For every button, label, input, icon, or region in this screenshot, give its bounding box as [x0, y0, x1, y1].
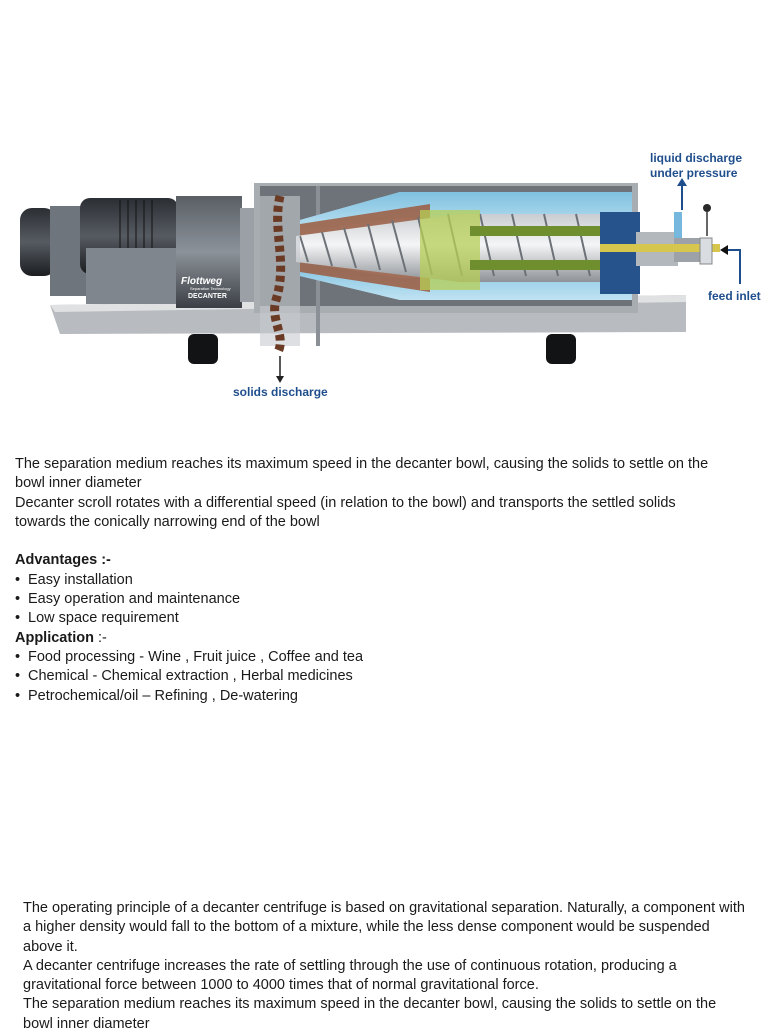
solids-discharge-chute [260, 194, 300, 355]
liquid-discharge-end [600, 204, 720, 294]
intro-paragraph-2: Decanter scroll rotates with a different… [15, 494, 676, 530]
decanter-centrifuge-diagram: Flottweg Separation Technology DECANTER [20, 178, 741, 383]
list-item: Easy installation [15, 571, 715, 591]
scroll-conveyor [296, 210, 610, 290]
brand-plate: Flottweg Separation Technology DECANTER [181, 276, 231, 300]
advantages-list: Easy installation Easy operation and mai… [15, 571, 715, 629]
solids-discharge-label: solids discharge [233, 385, 328, 399]
feed-inlet-arrow [720, 245, 741, 284]
application-heading-suffix: :- [93, 629, 107, 646]
principle-paragraph-3: The separation medium reaches its maximu… [23, 996, 717, 1032]
liquid-discharge-arrow [677, 178, 687, 210]
application-heading-line: Application :- [15, 629, 715, 648]
drive-motor [20, 198, 178, 304]
solids-discharge-arrow [276, 356, 284, 383]
feed-inlet-label: feed inlet [708, 289, 761, 303]
list-item: Low space requirement [15, 609, 715, 629]
feet [188, 334, 576, 364]
principle-paragraph-2: A decanter centrifuge increases the rate… [23, 957, 677, 994]
intro-paragraph-1: The separation medium reaches its maximu… [15, 456, 709, 492]
liquid-discharge-label-line1: liquid discharge [650, 151, 743, 165]
model-name: DECANTER [188, 293, 227, 300]
brand-subtitle: Separation Technology [190, 286, 231, 291]
list-item: Easy operation and maintenance [15, 590, 715, 610]
liquid-discharge-label: liquid discharge under pressure [650, 151, 742, 181]
list-item: Food processing - Wine , Fruit juice , C… [15, 648, 715, 668]
advantages-heading: Advantages :- [15, 552, 111, 569]
list-item: Petrochemical/oil – Refining , De-wateri… [15, 687, 715, 707]
brand-name: Flottweg [181, 276, 222, 287]
liquid-discharge-label-line2: under pressure [650, 166, 738, 180]
application-list: Food processing - Wine , Fruit juice , C… [15, 648, 715, 706]
gearbox-housing [176, 196, 256, 308]
intro-section: The separation medium reaches its maximu… [15, 455, 715, 706]
application-heading: Application [15, 629, 94, 646]
principle-section: The operating principle of a decanter ce… [23, 899, 748, 1034]
list-item: Chemical - Chemical extraction , Herbal … [15, 667, 715, 687]
principle-paragraph-1: The operating principle of a decanter ce… [23, 900, 745, 955]
